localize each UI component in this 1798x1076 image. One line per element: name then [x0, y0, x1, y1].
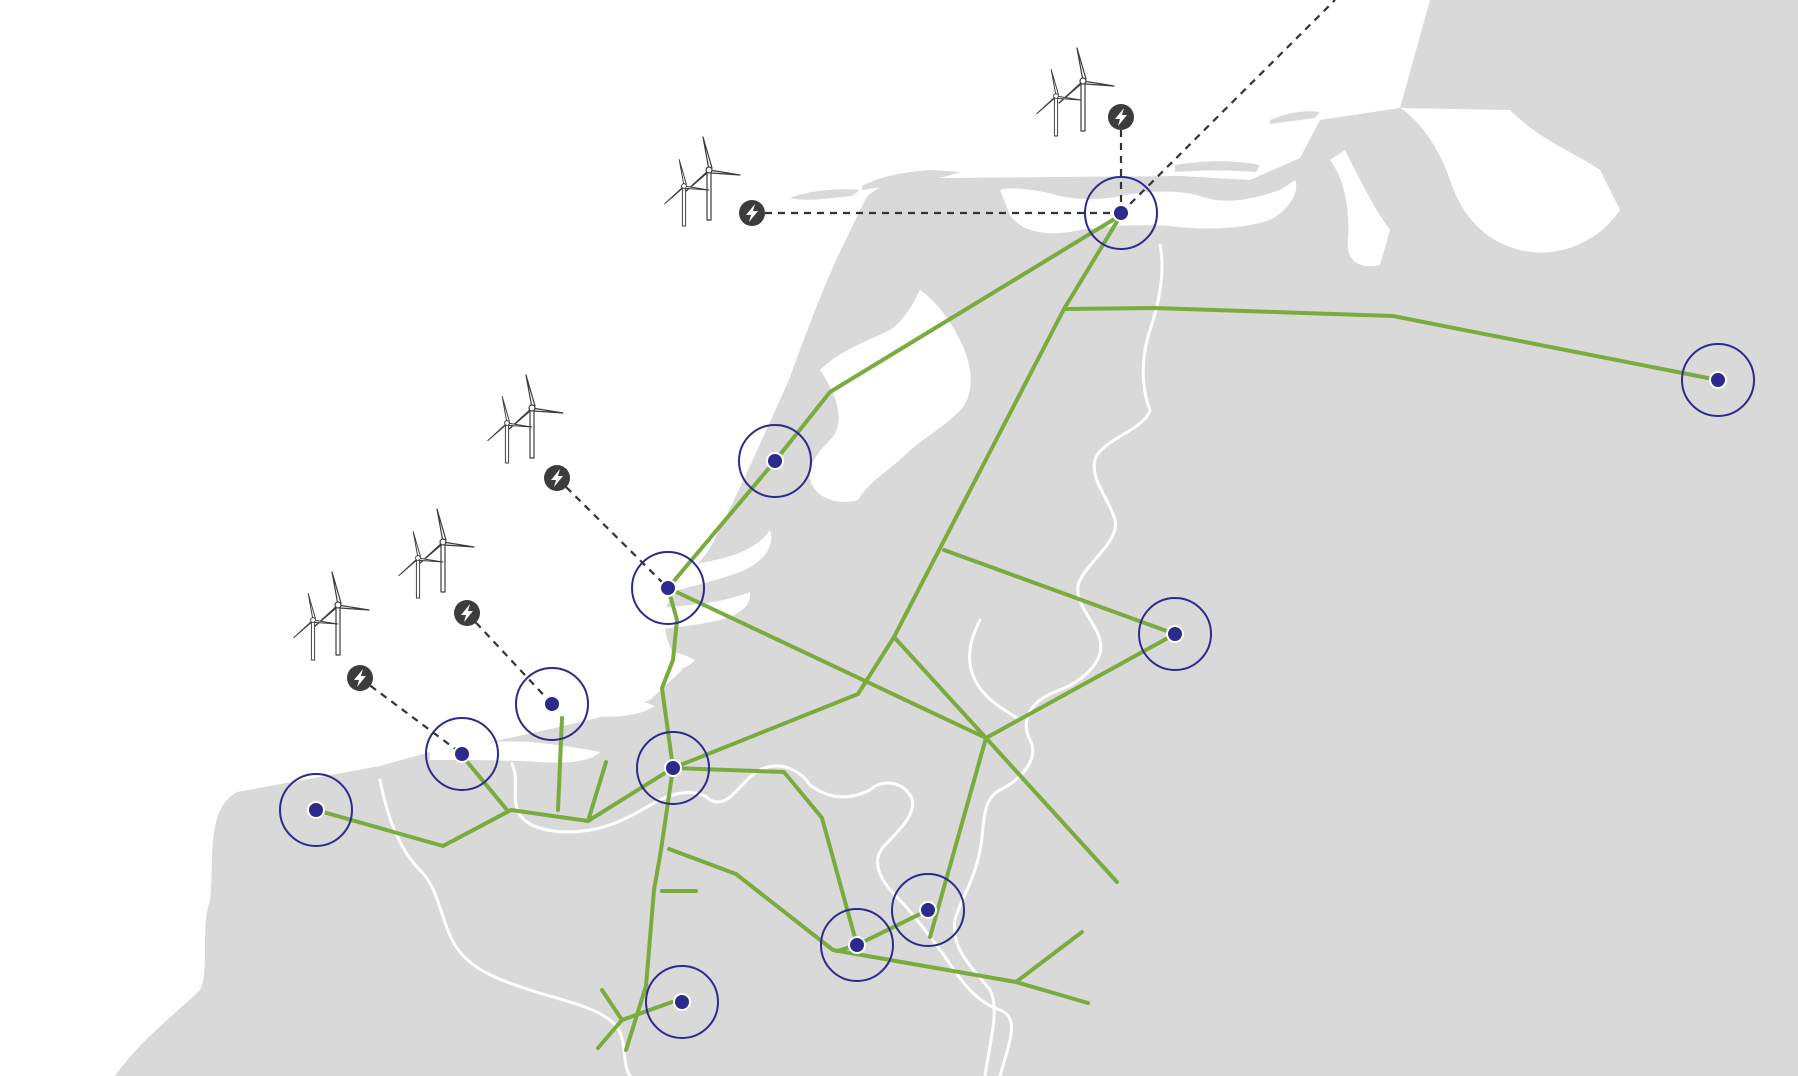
border-nl-be: [510, 762, 1014, 1076]
cable: [359, 677, 463, 755]
substation-dot: [848, 936, 866, 954]
substation-node: [425, 717, 499, 791]
grid-line: [600, 988, 624, 1022]
cable: [466, 612, 553, 705]
border-nl-de: [952, 243, 1164, 1076]
substation-ring: [891, 873, 965, 947]
grid-line: [1062, 213, 1720, 382]
border-enclave: [968, 618, 1022, 722]
cable: [1120, 0, 1336, 214]
lightning-bolt-icon: [1108, 104, 1134, 130]
jade-bight: [1400, 108, 1620, 253]
german-coast: [1440, 0, 1798, 220]
cable: [556, 477, 669, 589]
substation-dot: [1709, 371, 1727, 389]
national-borders: [378, 243, 1164, 1076]
landmass: [115, 0, 1798, 1076]
substation-ring: [1084, 176, 1158, 250]
wind-turbine-icon: [313, 571, 370, 656]
grid-line: [556, 716, 564, 812]
wind-farm: [487, 374, 564, 464]
substation-node: [636, 731, 710, 805]
lightning-bolt-icon: [739, 200, 765, 226]
grid-line: [314, 307, 1066, 848]
substation-node: [1681, 343, 1755, 417]
lightning-bolt-icon: [544, 465, 570, 491]
lightning-bolt-icon: [454, 600, 480, 626]
substation-dot: [919, 901, 937, 919]
substation-node: [631, 551, 705, 625]
grid-line: [666, 213, 1123, 590]
substation-ring: [645, 965, 719, 1039]
substation-node: [891, 873, 965, 947]
substation-dot: [1112, 204, 1130, 222]
substation-node: [279, 773, 353, 847]
substation-ring: [738, 424, 812, 498]
wind-farm: [293, 571, 370, 661]
wind-turbine-icon: [684, 136, 741, 221]
substation-node: [1084, 176, 1158, 250]
wadden-island: [1175, 161, 1260, 172]
wind-turbine-icon: [1058, 47, 1115, 132]
ijsselmeer: [809, 290, 971, 502]
water-bodies: [430, 108, 1620, 763]
substation-node: [738, 424, 812, 498]
wadden-island: [1270, 111, 1320, 124]
substation-ring: [515, 667, 589, 741]
substation-ring: [1681, 343, 1755, 417]
grid-line: [667, 847, 1090, 1005]
grid-line: [586, 760, 608, 823]
substation-node: [1138, 597, 1212, 671]
grid-line: [928, 736, 988, 939]
substation-dot: [664, 759, 682, 777]
grid-line: [942, 548, 1177, 636]
wind-farm: [664, 136, 741, 227]
wind-turbine-icon: [293, 593, 339, 661]
substation-ring: [631, 551, 705, 625]
wind-turbine-icon: [507, 374, 564, 459]
lightning-bolt-icon: [347, 665, 373, 691]
delta-waters-3: [560, 648, 695, 676]
mainland: [115, 0, 1798, 1076]
wind-farm: [1036, 47, 1115, 137]
border-be-fr: [378, 778, 632, 1076]
substation-dot: [453, 745, 471, 763]
ems-estuary: [1330, 150, 1390, 267]
wind-farm: [398, 508, 475, 599]
wind-turbine-icon: [664, 159, 710, 227]
north-holland-coast: [676, 238, 830, 560]
substations: [279, 176, 1755, 1039]
substation-ring: [1138, 597, 1212, 671]
western-scheldt: [430, 741, 600, 763]
substation-dot: [543, 695, 561, 713]
offshore-cables: [359, 0, 1336, 755]
substation-ring: [820, 908, 894, 982]
substation-dot: [1166, 625, 1184, 643]
wadden-island: [790, 189, 860, 200]
substation-dot: [766, 452, 784, 470]
substation-dot: [673, 993, 691, 1011]
substation-node: [515, 667, 589, 741]
grid-line: [462, 756, 509, 812]
substation-dot: [659, 579, 677, 597]
wadden-sea: [1000, 180, 1297, 234]
substation-ring: [425, 717, 499, 791]
grid-line: [671, 766, 932, 947]
grid-line: [1014, 930, 1084, 984]
substation-dot: [307, 801, 325, 819]
delta-waters-2: [612, 592, 751, 633]
substation-ring: [279, 773, 353, 847]
power-grid: [314, 213, 1720, 1052]
substation-node: [820, 908, 894, 982]
wadden-island: [862, 170, 960, 190]
substation-node: [645, 965, 719, 1039]
substation-ring: [636, 731, 710, 805]
wind-turbine-icon: [418, 508, 475, 593]
wind-turbine-icon: [398, 531, 444, 599]
delta-waters-1: [650, 530, 772, 594]
wind-turbine-icon: [487, 396, 533, 464]
